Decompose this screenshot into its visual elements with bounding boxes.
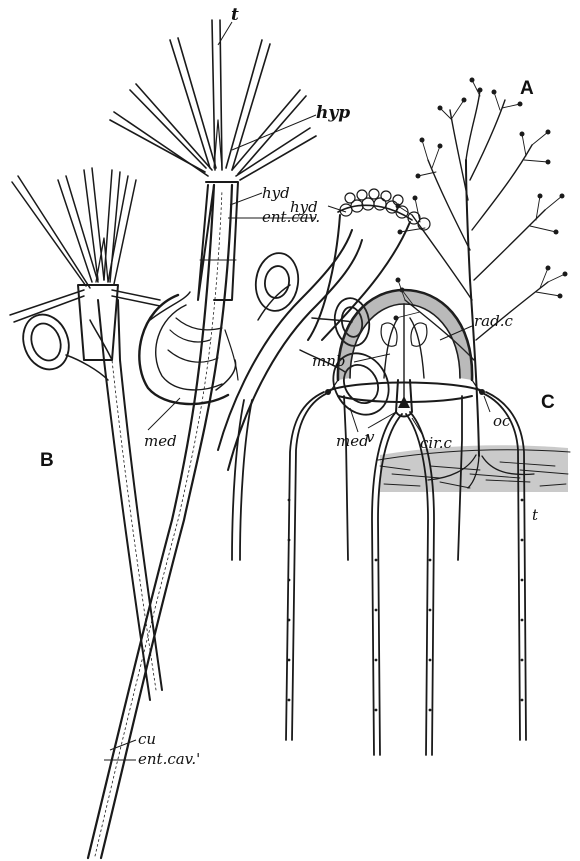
label-cir-c: cir.c — [420, 434, 452, 452]
label-mnb: mnb — [312, 352, 346, 370]
label-hyd-lower: hyd — [290, 198, 318, 216]
label-cu: cu — [138, 730, 156, 748]
label-t-c: t — [532, 506, 539, 524]
panel-label-c: C — [541, 392, 555, 413]
label-med-right: med — [336, 432, 369, 450]
panel-label-b: B — [40, 450, 54, 471]
panel-label-a: A — [520, 78, 534, 99]
label-ent-cav-prime: ent.cav.' — [138, 750, 200, 768]
colony-diagram-a — [378, 78, 570, 493]
figure-labels: A B C t hyp hyd ent.cav. hyd med med cu … — [40, 5, 555, 768]
label-hyd-upper: hyd — [262, 184, 290, 202]
label-t-top: t — [231, 5, 239, 25]
label-v: v — [366, 428, 375, 446]
label-med-left: med — [144, 432, 177, 450]
label-rad-c: rad.c — [474, 312, 513, 330]
label-hyp: hyp — [316, 103, 350, 123]
label-oc: oc — [493, 412, 511, 430]
